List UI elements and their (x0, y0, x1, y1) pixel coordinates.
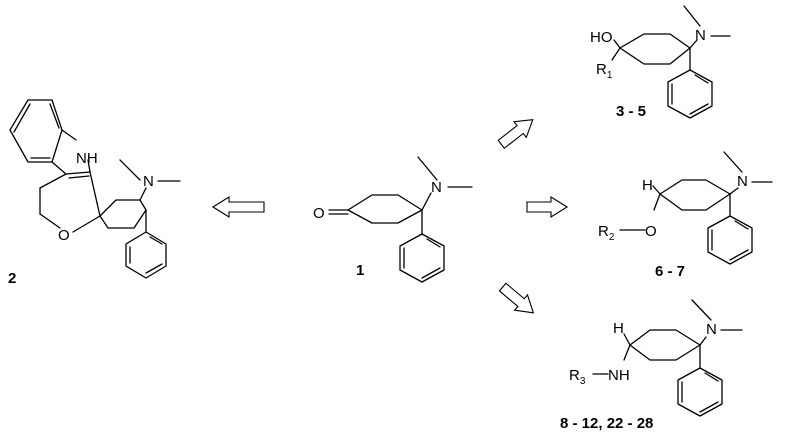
compound-2-nitrogen: N (143, 173, 154, 190)
compound-2-phenyl (125, 231, 167, 279)
compound-8-12-hydrogen: H (613, 320, 624, 337)
compound-1-oxygen: O (313, 205, 325, 222)
compound-3-5: HO N R1 3 - 5 (590, 5, 731, 120)
compound-8-12-amine: NH (608, 367, 630, 384)
compound-2-pyrrole-ring (51, 129, 91, 179)
compound-6-7: H O N R2 6 - 7 (598, 151, 773, 280)
compound-2-nh: NH (76, 150, 98, 167)
compound-2: NH N O 2 (8, 99, 181, 287)
compound-3-5-nitrogen: N (695, 27, 706, 44)
compound-8-12: H NH N R3 8 - 12, 22 - 28 (560, 299, 743, 432)
compound-1-label: 1 (356, 262, 364, 279)
compound-6-7-r-group: R2 (598, 223, 615, 243)
compound-3-5-hydroxyl: HO (590, 29, 613, 46)
compound-8-12-bonds (592, 299, 743, 375)
compound-2-pyran-ring (39, 171, 101, 233)
compound-6-7-hydrogen: H (642, 177, 653, 194)
arrow-to-compounds-6-7 (526, 196, 569, 218)
compound-1-phenyl (399, 233, 445, 283)
compound-3-5-label: 3 - 5 (616, 103, 646, 120)
compound-3-5-r-group: R1 (596, 61, 613, 81)
compound-2-label: 2 (8, 270, 16, 287)
compound-3-5-bonds (611, 5, 731, 71)
compound-2-cyclohexane (99, 159, 181, 233)
arrow-to-compound-2 (211, 196, 265, 218)
compound-6-7-nitrogen: N (737, 173, 748, 190)
compound-8-12-phenyl (677, 367, 723, 417)
arrow-to-compounds-8-12 (498, 282, 535, 314)
compound-3-5-phenyl (667, 69, 713, 119)
compound-6-7-oxygen: O (645, 223, 657, 240)
compound-2-oxygen: O (58, 227, 70, 244)
compound-1-nitrogen: N (431, 179, 442, 196)
compound-2-benzo-ring (9, 99, 63, 163)
compound-6-7-bonds (619, 151, 773, 231)
arrow-to-compounds-3-5 (497, 119, 534, 150)
compound-6-7-label: 6 - 7 (655, 263, 685, 280)
compound-1-bonds (328, 156, 473, 235)
compound-8-12-label: 8 - 12, 22 - 28 (560, 415, 653, 432)
compound-1: O N 1 (313, 156, 473, 283)
compound-6-7-phenyl (707, 215, 753, 265)
compound-8-12-r-group: R3 (569, 367, 586, 387)
compound-8-12-nitrogen: N (706, 321, 717, 338)
